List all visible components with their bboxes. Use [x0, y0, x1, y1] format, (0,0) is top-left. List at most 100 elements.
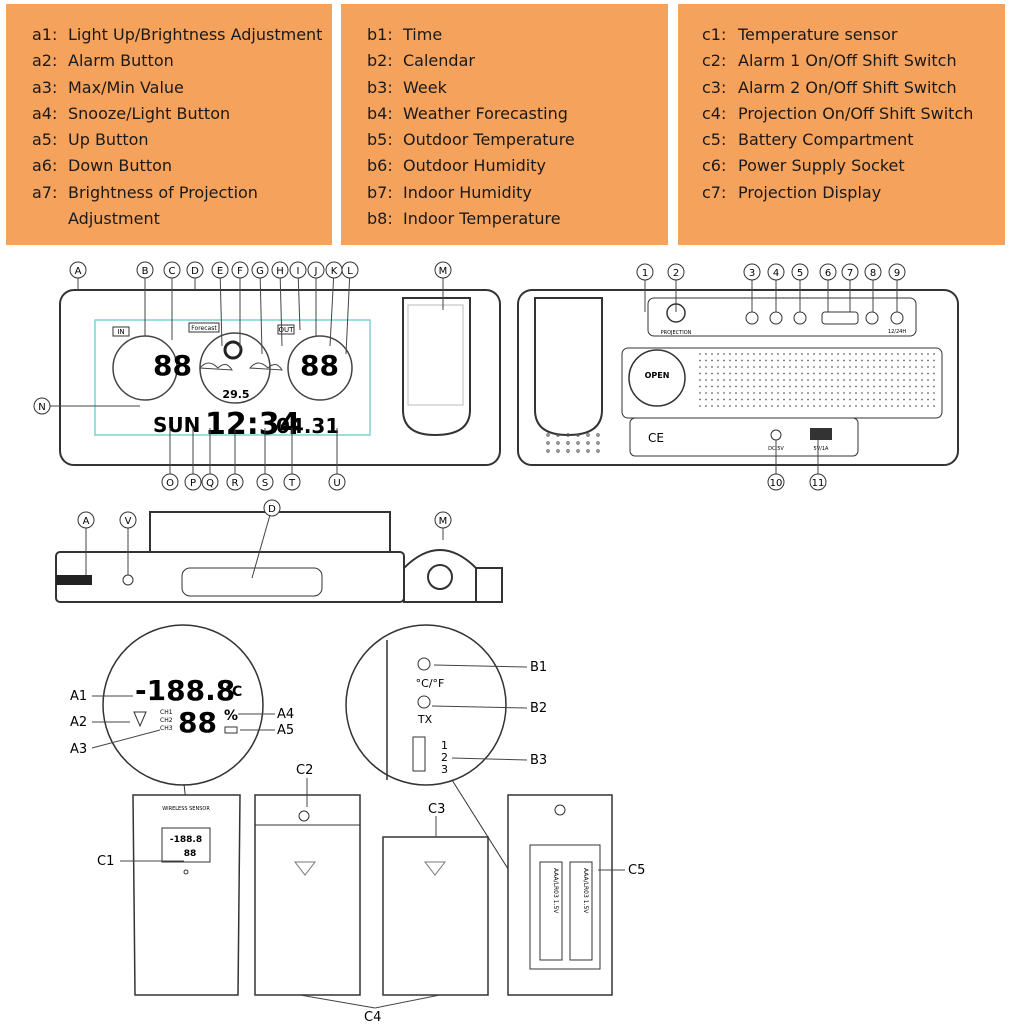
- grille-dot: [753, 398, 755, 401]
- legend-code: a7:: [32, 182, 58, 202]
- sensor-humidity-unit: %: [224, 708, 238, 724]
- callout-circle: [161, 473, 179, 491]
- callout-label: 5: [797, 268, 803, 279]
- hour-format-label: 12/24H: [888, 329, 906, 335]
- callout-circle: [767, 473, 785, 491]
- grille-dot: [711, 366, 713, 368]
- callout-circle: [251, 261, 269, 279]
- legend-row: a4:Snooze/Light Button: [32, 101, 332, 127]
- grille-dot: [903, 405, 905, 407]
- grille-dot: [789, 398, 791, 401]
- grille-dot: [765, 385, 767, 388]
- grille-dot: [897, 359, 899, 362]
- callout-leader: [431, 705, 528, 709]
- vent-dot: [566, 449, 570, 453]
- grille-dot: [717, 353, 719, 355]
- callout-circle: [211, 261, 229, 279]
- grille-dot: [855, 353, 857, 355]
- callout-leader: [345, 269, 351, 355]
- projector-lens-housing: [407, 304, 464, 406]
- callout-circle: [201, 473, 219, 491]
- callout-circle: [289, 261, 307, 279]
- grille-dot: [777, 372, 779, 375]
- callout-leader: [259, 269, 263, 355]
- grille-dot: [771, 359, 773, 362]
- legend-code: b3:: [367, 77, 393, 97]
- grille-dot: [723, 379, 725, 381]
- legend-row: c1:Temperature sensor: [702, 22, 1005, 48]
- grille-dot: [771, 385, 773, 388]
- grille-dot: [831, 392, 833, 394]
- grille-dot: [735, 392, 737, 394]
- grille-dot: [885, 359, 887, 362]
- grille-dot: [831, 353, 833, 355]
- grille-dot: [711, 359, 713, 362]
- open-label: OPEN: [645, 371, 670, 380]
- callout-label: 4: [773, 268, 779, 279]
- vent-dot: [576, 449, 580, 453]
- callout-label: M: [439, 266, 448, 277]
- date-display: 04.31: [276, 414, 339, 438]
- grille-dot: [909, 385, 911, 388]
- grille-dot: [909, 398, 911, 401]
- legend-text: Power Supply Socket: [738, 156, 905, 176]
- grille-dot: [891, 398, 893, 401]
- grille-dot: [699, 392, 701, 394]
- grille-dot: [711, 379, 713, 381]
- grille-dot: [861, 398, 863, 401]
- callout-label: T: [288, 478, 296, 489]
- grille-dot: [741, 405, 743, 407]
- grille-dot: [921, 405, 923, 407]
- grille-dot: [771, 392, 773, 394]
- grille-dot: [723, 398, 725, 401]
- callout-label: L: [347, 266, 353, 277]
- hang-hole-2: [554, 804, 566, 816]
- grille-dot: [885, 366, 887, 368]
- legend-text: Light Up/Brightness Adjustment: [68, 25, 323, 44]
- vent-dot: [546, 433, 550, 437]
- legend-code: c4:: [702, 103, 727, 123]
- vent-dot: [566, 441, 570, 445]
- legend-code: b1:: [367, 25, 393, 44]
- grille-dot: [927, 372, 929, 375]
- grille-dot: [789, 353, 791, 355]
- grille-dot: [831, 405, 833, 407]
- grille-dot: [807, 353, 809, 355]
- grille-dot: [831, 366, 833, 368]
- legend-code: c2:: [702, 51, 727, 71]
- small-temp: 29.5: [222, 388, 249, 401]
- grille-dot: [909, 379, 911, 381]
- grille-dot: [909, 372, 911, 375]
- grille-dot: [825, 372, 827, 375]
- grille-dot: [915, 379, 917, 381]
- grille-dot: [813, 353, 815, 355]
- grille-dot: [837, 405, 839, 407]
- grille-dot: [867, 405, 869, 407]
- legend-code: c6:: [702, 156, 727, 176]
- grille-dot: [777, 385, 779, 388]
- grille-dot: [813, 366, 815, 368]
- grille-dot: [801, 385, 803, 388]
- grille-dot: [729, 359, 731, 362]
- callout-label: O: [166, 478, 174, 489]
- grille-dot: [873, 372, 875, 375]
- grille-dot: [909, 353, 911, 355]
- power-panel: [629, 417, 859, 457]
- grille-dot: [807, 405, 809, 407]
- speaker-grille: [699, 353, 935, 407]
- grille-dot: [783, 372, 785, 375]
- callout-label: K: [331, 266, 338, 277]
- grille-dot: [789, 372, 791, 375]
- vent-dot: [546, 449, 550, 453]
- grille-dot: [741, 359, 743, 362]
- grille-dot: [747, 398, 749, 401]
- callout-label: A4: [277, 707, 294, 722]
- grille-dot: [699, 379, 701, 381]
- grille-dot: [717, 359, 719, 362]
- battery-left: [539, 861, 563, 961]
- callout-label: P: [190, 478, 196, 489]
- callout-circle: [231, 261, 249, 279]
- grille-dot: [837, 359, 839, 362]
- grille-dot: [717, 366, 719, 368]
